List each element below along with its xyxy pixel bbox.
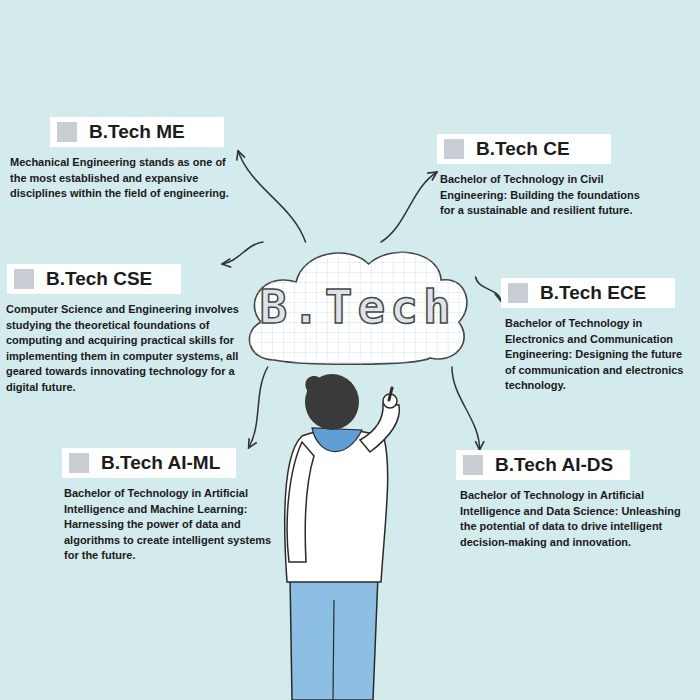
raised-arm [360,404,399,452]
heading-icon [14,269,34,289]
hood-lining [312,428,362,452]
program-description: Bachelor of Technology in Artificial Int… [64,486,274,564]
program-heading: B.Tech ME [89,121,185,143]
heading-box: B.Tech AI-ML [62,448,236,478]
heading-icon [69,453,89,473]
heading-icon [444,139,464,159]
program-heading: B.Tech CSE [46,268,152,290]
program-description: Computer Science and Engineering involve… [6,302,246,395]
marker-pen [389,388,392,400]
heading-box: B.Tech CE [437,134,611,164]
cloud-node: B.Tech [239,242,475,367]
squiggle-arrow [238,151,306,242]
program-description: Bachelor of Technology in Civil Engineer… [440,172,640,219]
program-card: B.Tech CE Bachelor of Technology in Civil… [437,134,640,219]
heading-icon [508,283,528,303]
heading-icon [463,455,483,475]
hair-tuft [305,376,320,392]
hoodie-torso [285,430,388,582]
program-card: B.Tech AI-DS Bachelor of Technology in Ar… [456,450,692,550]
program-heading: B.Tech ECE [540,282,646,304]
program-description: Bachelor of Technology in Artificial Int… [460,488,692,550]
jeans-seam [333,600,334,700]
program-heading: B.Tech CE [476,138,570,160]
heading-box: B.Tech AI-DS [456,450,630,480]
head-hair [305,374,359,430]
heading-box: B.Tech ECE [501,278,675,308]
program-card: B.Tech ME Mechanical Engineering stands a… [10,117,238,202]
heading-icon [57,122,77,142]
heading-box: B.Tech CSE [7,264,181,294]
program-heading: B.Tech AI-ML [101,452,220,474]
squiggle-arrow [222,242,263,264]
program-card: B.Tech AI-ML Bachelor of Technology in Ar… [62,448,274,564]
squiggle-arrow [476,277,501,301]
jeans [290,575,378,700]
cloud-title: B.Tech [259,280,455,334]
squiggle-arrow [452,367,480,450]
program-card: B.Tech CSE Computer Science and Engineeri… [6,264,246,395]
heading-box: B.Tech ME [50,117,224,147]
squiggle-arrow [249,367,268,448]
program-description: Mechanical Engineering stands as one of … [10,155,238,202]
program-card: B.Tech ECE Bachelor of Technology in Elec… [501,278,695,394]
program-description: Bachelor of Technology in Electronics an… [505,316,695,394]
program-heading: B.Tech AI-DS [495,454,613,476]
hanging-arm [287,442,314,562]
squiggle-arrow [381,172,437,242]
